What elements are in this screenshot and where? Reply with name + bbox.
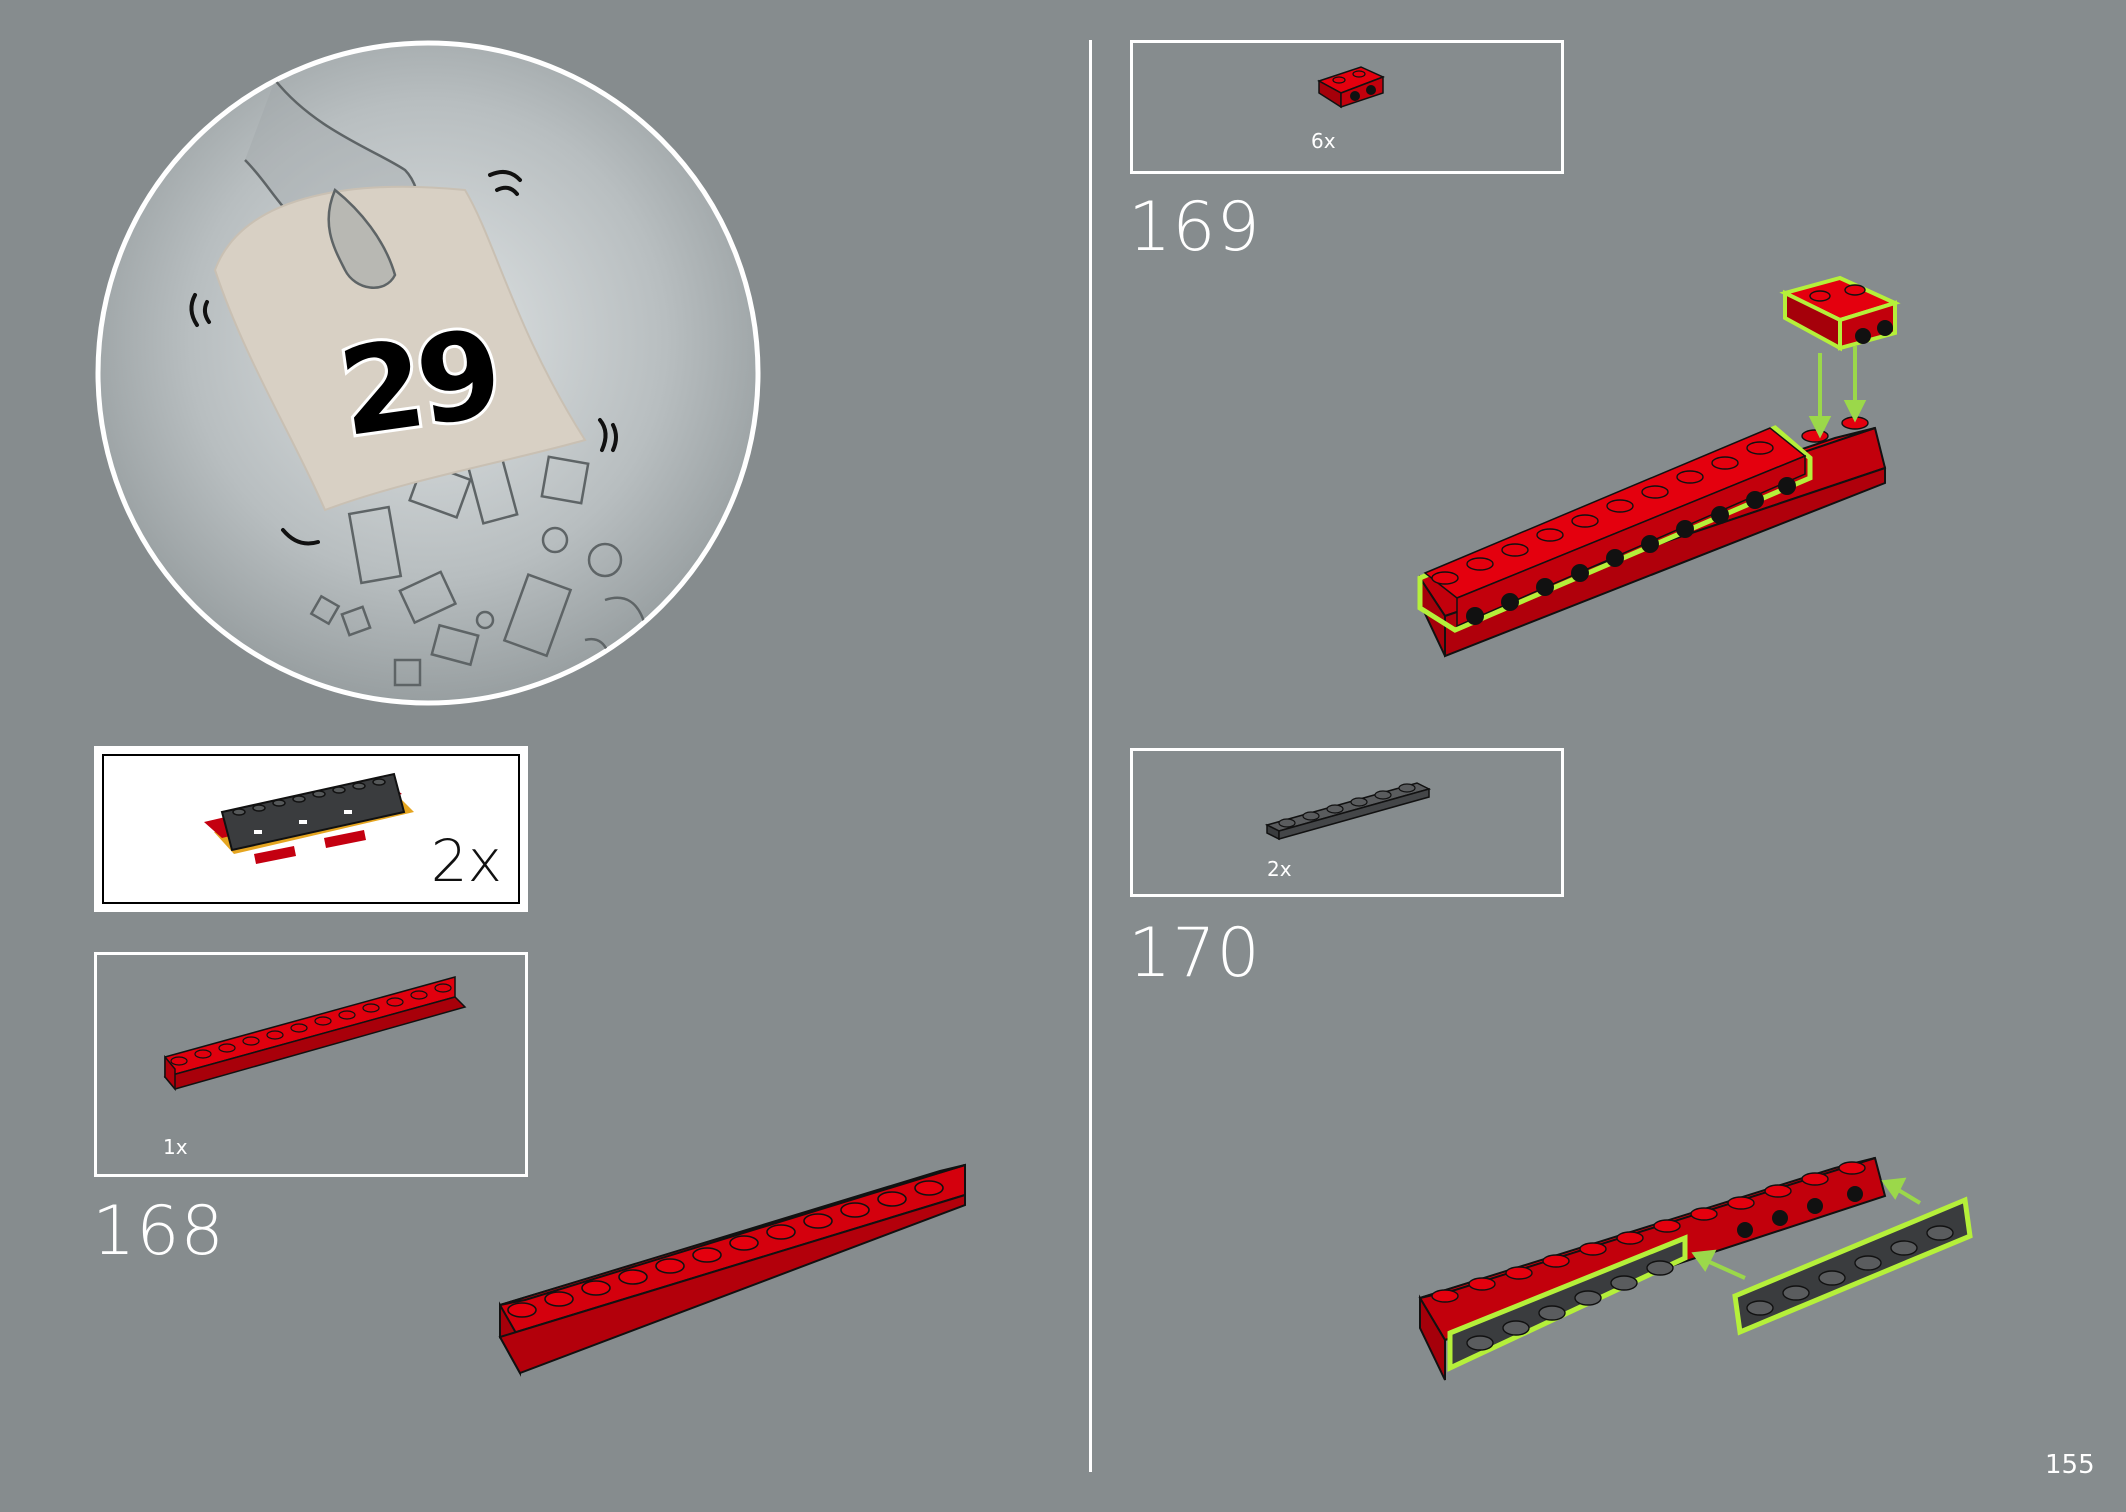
part-quantity: 6x: [1311, 129, 1336, 153]
part-red-brick-1x2-side-studs: [1317, 66, 1385, 109]
submodel-callout: 2x: [94, 746, 528, 912]
part-quantity: 2x: [1267, 857, 1292, 881]
step-168-parts-list: 1x: [94, 952, 528, 1177]
step-number-168: 168: [92, 1192, 225, 1271]
page-number: 155: [2045, 1450, 2095, 1480]
step-number-169: 169: [1128, 188, 1261, 267]
page-divider: [1089, 40, 1092, 1472]
submodel-assembly-image: [204, 772, 414, 864]
part-dark-grey-plate-1x6: [1264, 782, 1432, 841]
step-170-model: [1418, 1156, 1973, 1381]
step-168-model: [498, 1163, 966, 1377]
bag-open-illustration: [95, 40, 761, 706]
bag-number-label: 29: [329, 302, 508, 467]
submodel-quantity: 2x: [430, 827, 502, 895]
step-169-model: [1417, 275, 1901, 658]
part-quantity: 1x: [163, 1135, 188, 1159]
step-number-170: 170: [1128, 914, 1261, 993]
step-169-parts-list: 6x: [1130, 40, 1564, 174]
step-170-parts-list: 2x: [1130, 748, 1564, 897]
part-red-brick-1x12: [163, 976, 467, 1092]
